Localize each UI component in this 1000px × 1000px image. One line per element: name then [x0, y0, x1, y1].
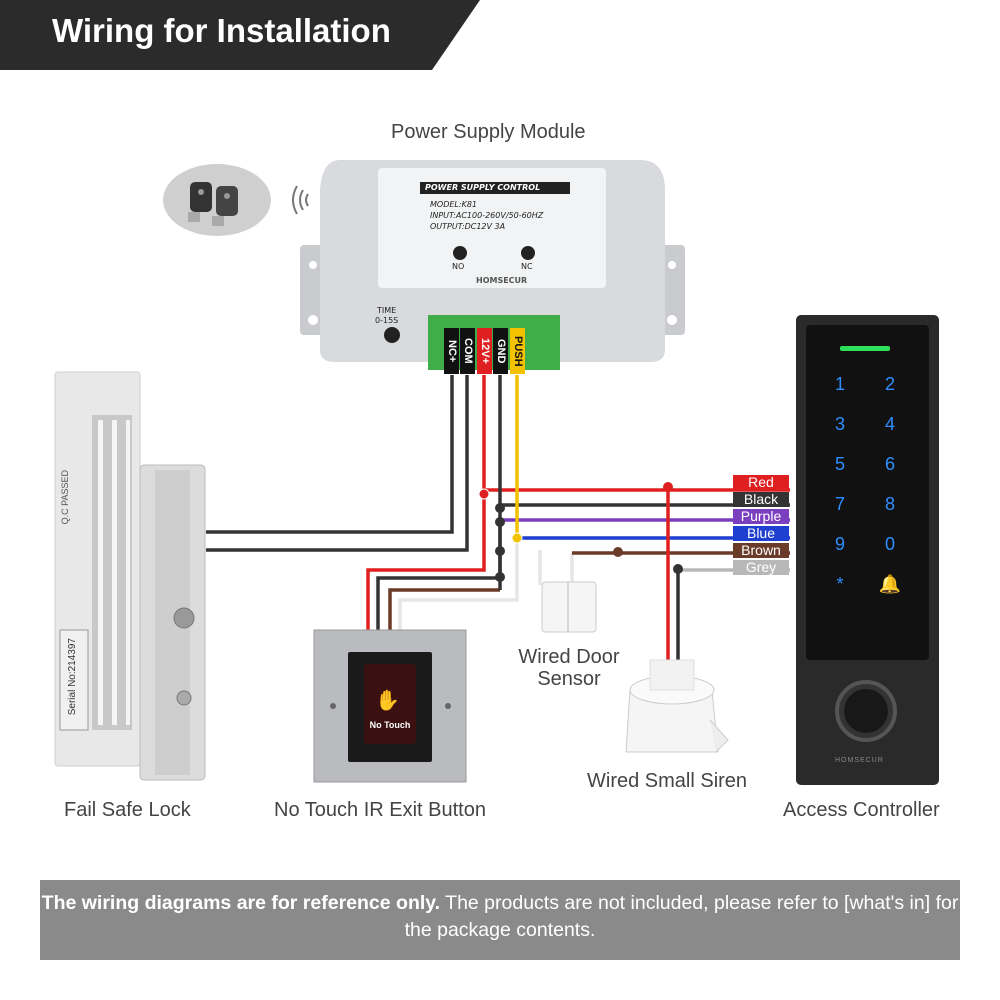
terminal-gnd: GND [493, 328, 508, 374]
exit-button-plate [313, 629, 467, 783]
psu-no-label: NO [452, 262, 465, 271]
junction-dots [478, 482, 683, 582]
key-6[interactable]: 6 [884, 454, 895, 474]
key-7[interactable]: 7 [834, 494, 845, 514]
lock-serial-label: Serial No:214397 [67, 638, 78, 716]
magnetic-lock [54, 371, 206, 781]
caption-siren: Wired Small Siren [587, 770, 748, 792]
wire-tag-red: Red [733, 475, 789, 490]
reference-note: The wiring diagrams are for reference on… [40, 880, 960, 960]
door-sensor [541, 581, 597, 633]
title-banner [0, 0, 480, 70]
access-controller-body [796, 315, 939, 785]
psu-nc-label: NC [521, 262, 533, 271]
key-9[interactable]: 9 [834, 534, 845, 554]
caption-access-controller: Access Controller [783, 799, 940, 821]
note-rest: The products are not included, please re… [404, 892, 959, 941]
wire-tag-blue: Blue [733, 526, 789, 541]
reference-note-text: The wiring diagrams are for reference on… [40, 890, 960, 944]
remote-fob-icon [163, 164, 271, 236]
psu-time-label: TIME [377, 306, 397, 315]
wire-tag-black: Black [733, 492, 789, 507]
bell-icon[interactable]: 🔔 [878, 574, 902, 594]
siren [625, 659, 729, 753]
exit-button-text: No Touch [369, 720, 411, 730]
asterisk-icon[interactable]: * [836, 574, 844, 594]
terminal-12v: 12V+ [477, 328, 492, 374]
psu-output: OUTPUT:DC12V 3A [430, 222, 506, 231]
controller-brand: HOMSECUR [835, 757, 884, 764]
lock-qc-label: Q.C PASSED [60, 470, 70, 525]
wire-tag-brown: Brown [733, 543, 789, 558]
key-2[interactable]: 2 [884, 374, 895, 394]
page-title: Wiring for Installation [52, 12, 391, 49]
caption-power-supply: Power Supply Module [391, 121, 586, 143]
psu-input: INPUT:AC100-260V/50-60HZ [430, 211, 544, 220]
caption-exit-button: No Touch IR Exit Button [274, 799, 486, 821]
key-1[interactable]: 1 [834, 374, 845, 394]
wire-tags: Red Black Purple Blue Brown Grey [733, 475, 789, 575]
key-5[interactable]: 5 [834, 454, 845, 474]
wireless-signal-icon [292, 185, 309, 215]
psu-brand: HOMSECUR [476, 276, 528, 285]
hand-icon: ✋ [375, 690, 400, 712]
psu-header: POWER SUPPLY CONTROL [425, 183, 541, 192]
key-8[interactable]: 8 [884, 494, 895, 514]
psu-model: MODEL:K81 [430, 200, 477, 209]
key-3[interactable]: 3 [834, 414, 845, 434]
psu-time-range: 0-15S [375, 316, 399, 325]
caption-lock: Fail Safe Lock [64, 799, 191, 821]
note-bold: The wiring diagrams are for reference on… [41, 892, 441, 914]
terminal-nc: NC+ [444, 328, 459, 374]
terminal-com: COM [460, 328, 475, 374]
power-supply-box [300, 160, 685, 370]
terminal-push: PUSH [510, 328, 525, 374]
caption-door-sensor-1: Wired Door [518, 646, 620, 668]
keypad: 1 2 3 4 5 6 7 8 9 0 * 🔔 [825, 374, 915, 595]
wire-tag-purple: Purple [733, 509, 789, 524]
caption-door-sensor-2: Sensor [537, 668, 601, 690]
wire-tag-grey: Grey [733, 560, 789, 575]
key-0[interactable]: 0 [884, 534, 895, 554]
key-4[interactable]: 4 [884, 414, 895, 434]
